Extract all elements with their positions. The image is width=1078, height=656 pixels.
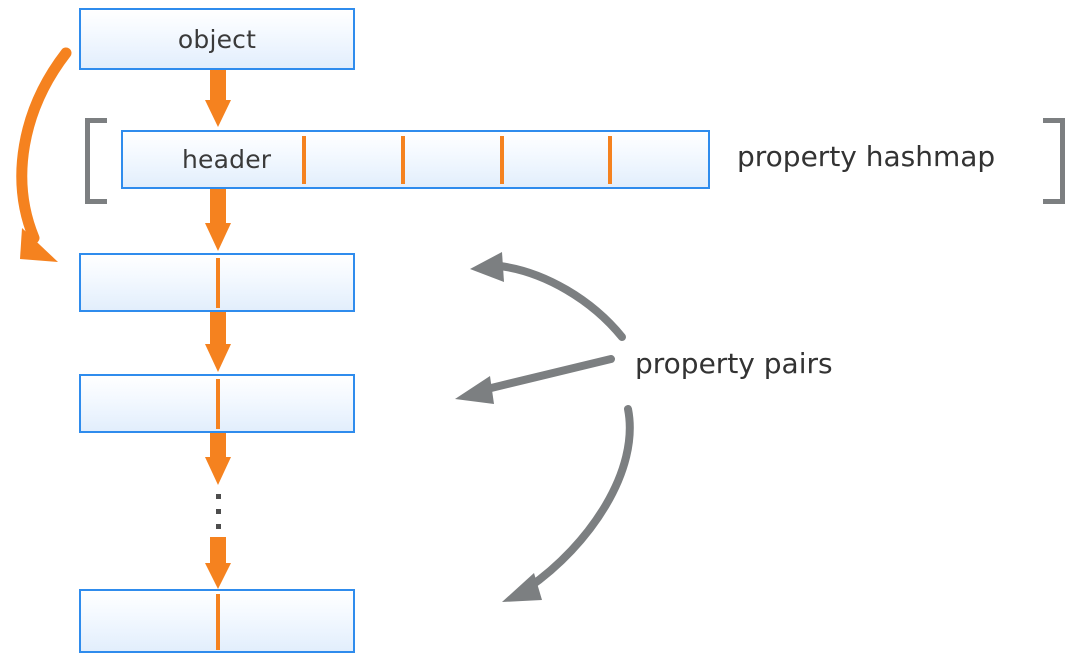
header-slot-tick-4 xyxy=(608,136,612,184)
ellipsis-dot-3 xyxy=(216,524,221,529)
arrow-pair-2-to-ellipsis xyxy=(205,433,231,485)
arrow-header-to-pair-1 xyxy=(205,189,231,251)
arrow-object-to-header xyxy=(205,70,231,127)
property-hashmap-bracket-right xyxy=(1043,118,1065,204)
property-hashmap-bracket-left xyxy=(85,118,107,204)
header-box[interactable]: header xyxy=(121,130,710,189)
object-box[interactable]: object xyxy=(79,8,355,70)
property-pair-divider-tick-2 xyxy=(216,379,220,429)
header-slot-tick-1 xyxy=(302,136,306,184)
object-box-label: object xyxy=(177,24,257,54)
property-hashmap-label: property hashmap xyxy=(737,140,996,173)
property-pair-divider-tick-n xyxy=(216,594,220,650)
arrow-ellipsis-to-pair-n xyxy=(205,537,231,589)
ellipsis-dot-2 xyxy=(216,509,221,514)
property-pairs-label: property pairs xyxy=(635,347,833,380)
arrow-pair-1-to-pair-2 xyxy=(205,312,231,372)
header-box-label: header xyxy=(182,145,272,174)
header-slot-tick-2 xyxy=(401,136,405,184)
curved-arrow-pairs-to-pair-1 xyxy=(470,252,626,341)
curved-arrow-object-to-pair-chain xyxy=(16,47,72,262)
curved-arrow-pairs-to-pair-n xyxy=(502,405,634,602)
ellipsis-dot-1 xyxy=(216,494,221,499)
header-slot-tick-3 xyxy=(500,136,504,184)
property-pair-divider-tick-1 xyxy=(216,258,220,308)
curved-arrow-pairs-to-pair-2 xyxy=(455,355,615,404)
